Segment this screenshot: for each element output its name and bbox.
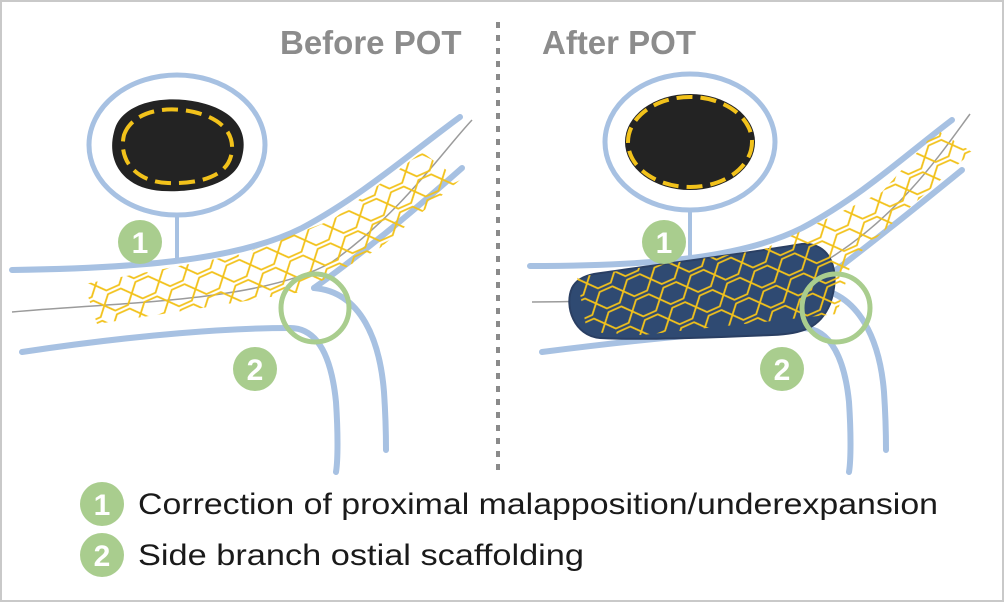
before-badge-2: 2	[233, 347, 277, 391]
legend-item-1: 1 Correction of proximal malapposition/u…	[80, 482, 938, 526]
before-badge-1: 1	[118, 220, 162, 264]
legend: 1 Correction of proximal malapposition/u…	[80, 482, 938, 577]
after-badge-2: 2	[760, 347, 804, 391]
before-cross-section	[86, 72, 268, 260]
after-badge-1-number: 1	[656, 227, 673, 260]
before-pot-title: Before POT	[280, 24, 462, 61]
legend-badge-1-number: 1	[94, 489, 111, 522]
before-panel: 1 2	[9, 72, 473, 475]
after-side-branch-wall	[809, 285, 889, 453]
legend-badge-1	[80, 482, 124, 526]
before-badge-2-number: 2	[247, 354, 264, 387]
legend-text-1: Correction of proximal malapposition/und…	[138, 488, 938, 521]
legend-item-2: 2 Side branch ostial scaffolding	[80, 533, 584, 577]
before-main-vessel-lower-wall	[19, 324, 341, 475]
before-lumen	[112, 99, 244, 192]
after-panel: 1 2	[527, 71, 972, 475]
after-stent-struts	[626, 95, 754, 189]
before-badge-1-circle	[118, 220, 162, 264]
after-badge-2-circle	[760, 347, 804, 391]
after-lumen	[625, 94, 755, 190]
before-badge-2-circle	[233, 347, 277, 391]
before-stent-struts	[120, 107, 235, 186]
after-pot-title: After POT	[542, 24, 696, 61]
before-side-branch-wall	[311, 285, 389, 453]
legend-badge-2-number: 2	[94, 540, 111, 573]
after-ostium-highlight	[799, 271, 873, 345]
after-cross-section	[602, 71, 778, 260]
after-badge-1: 1	[642, 220, 686, 264]
after-badge-2-number: 2	[774, 354, 791, 387]
after-badge-1-circle	[642, 220, 686, 264]
legend-badge-2	[80, 533, 124, 577]
after-main-vessel-upper-wall	[527, 117, 955, 269]
legend-text-2: Side branch ostial scaffolding	[138, 539, 584, 572]
before-main-vessel-upper-wall	[9, 114, 463, 273]
before-badge-1-number: 1	[132, 227, 149, 260]
after-main-vessel-lower-wall	[539, 324, 854, 475]
before-ostium-highlight	[278, 271, 352, 345]
